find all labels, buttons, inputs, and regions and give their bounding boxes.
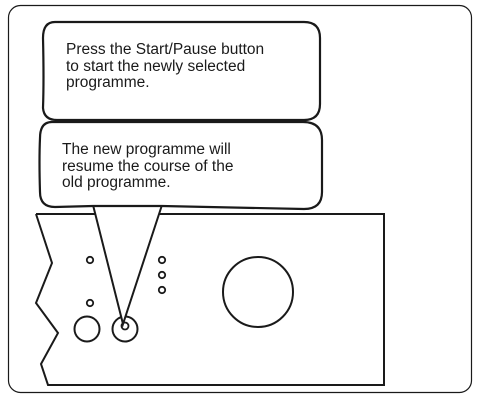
indicator-dot-icon <box>157 285 167 295</box>
indicator-dot-icon <box>85 298 95 308</box>
indicator-dot-icon <box>85 255 95 265</box>
programme-knob-icon[interactable] <box>222 256 294 328</box>
callout-text-start-pause: Press the Start/Pause button to start th… <box>66 41 265 91</box>
callout-pointer <box>92 204 163 328</box>
callout-bubble-bottom <box>38 120 324 211</box>
callout-text-resume: The new programme will resume the course… <box>62 141 234 191</box>
frame-border <box>7 4 473 394</box>
start-pause-button-dot <box>120 321 130 331</box>
callout-bubble-top <box>41 20 322 122</box>
indicator-dot-icon <box>157 255 167 265</box>
option-button-icon[interactable] <box>73 315 101 343</box>
indicator-dot-icon <box>157 270 167 280</box>
